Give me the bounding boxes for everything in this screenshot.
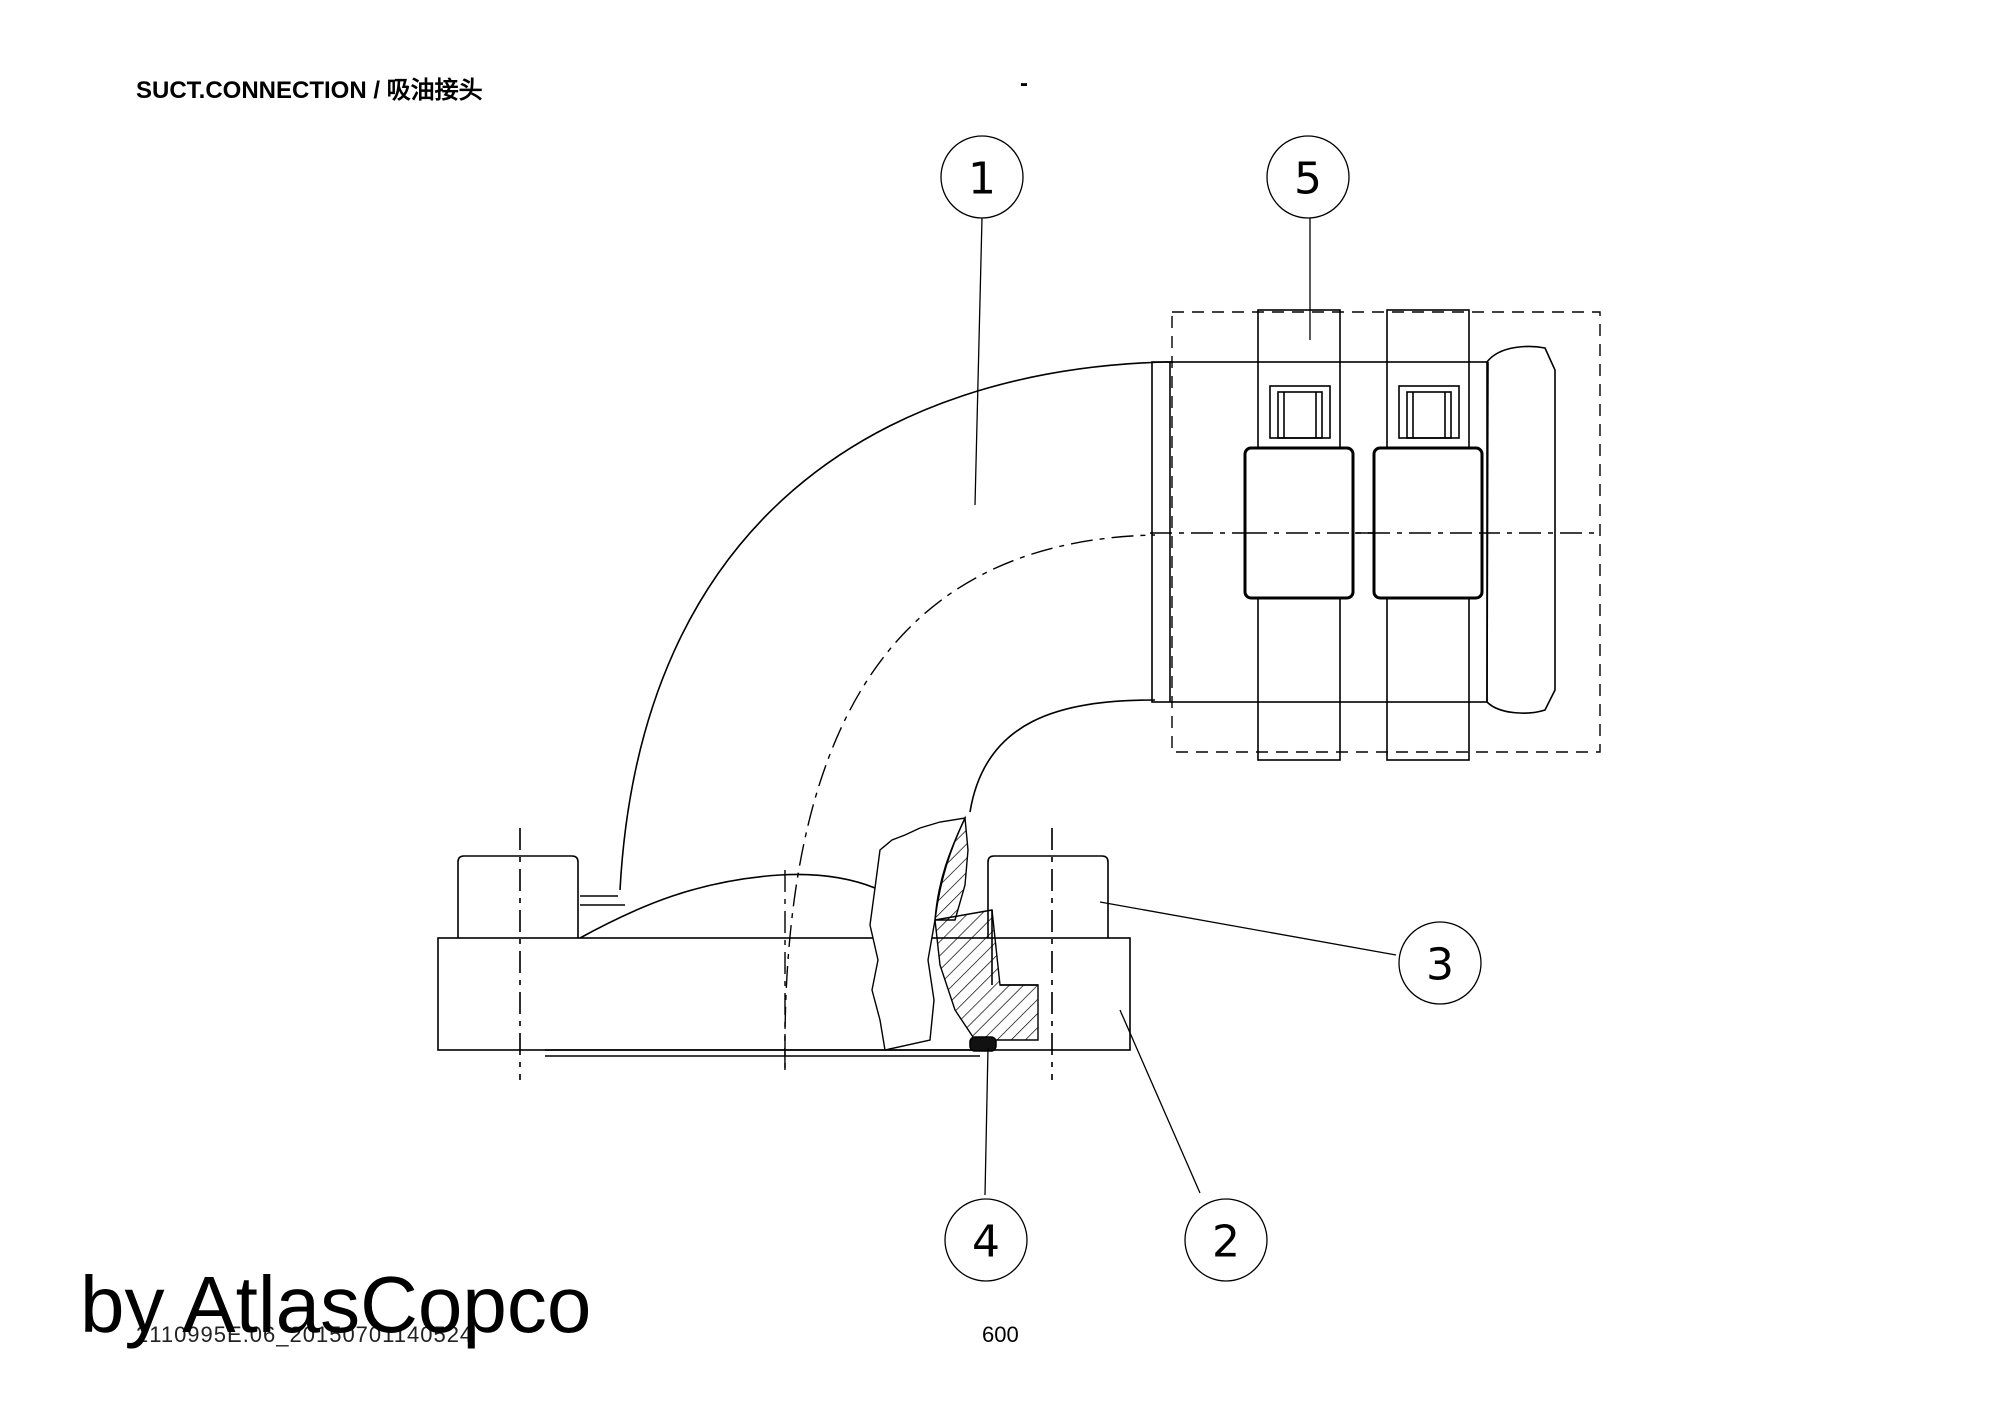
- balloon-5: 5: [1266, 135, 1350, 219]
- atlascopco-watermark: by AtlasCopco: [80, 1260, 592, 1349]
- balloon-2: 2: [1184, 1198, 1268, 1282]
- balloon-2-label: 2: [1212, 1217, 1240, 1268]
- flange-bolts: [457, 828, 1109, 1080]
- header-dash: -: [1020, 70, 1028, 97]
- flange: [437, 870, 1131, 1070]
- balloon-3-label: 3: [1426, 940, 1454, 991]
- centerlines: [519, 532, 1600, 1080]
- hose-clamps: [1243, 309, 1484, 761]
- document-number: 2110995E.06_20150701140524: [136, 1322, 474, 1347]
- pipe-end: [1151, 311, 1601, 753]
- balloon-4-label: 4: [972, 1217, 1000, 1268]
- leader-lines: [974, 217, 1397, 1196]
- section-cutaway: [869, 815, 1039, 1052]
- balloon-4: 4: [944, 1198, 1028, 1282]
- balloon-5-label: 5: [1294, 154, 1322, 205]
- balloon-1-label: 1: [968, 154, 996, 205]
- balloon-1: 1: [940, 135, 1024, 219]
- balloon-3: 3: [1398, 921, 1482, 1005]
- drawing-title: SUCT.CONNECTION / 吸油接头: [136, 77, 483, 104]
- page-number: 600: [982, 1322, 1019, 1347]
